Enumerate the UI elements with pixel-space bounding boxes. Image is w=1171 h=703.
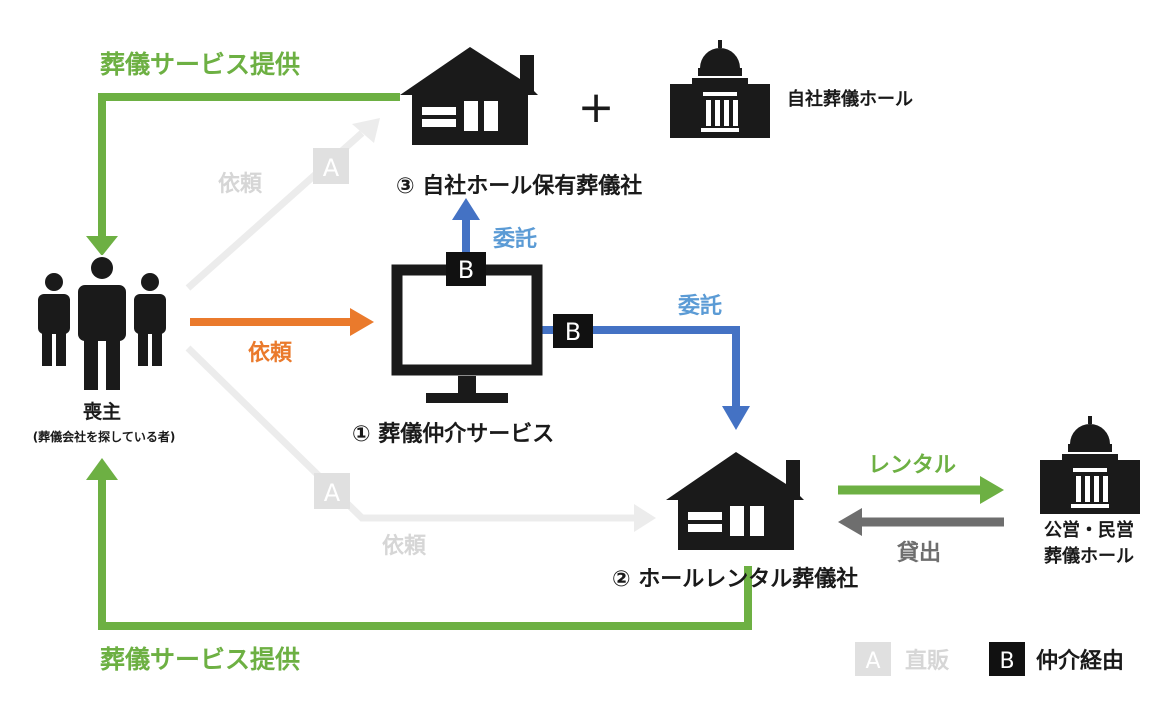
entrust-label-vertical: 委託: [493, 226, 537, 252]
funeral-hall-icon-public: [1040, 416, 1140, 514]
public-hall-label-1: 公営・民営: [1044, 519, 1134, 541]
funeral-hall-icon: [670, 40, 770, 138]
badge-a-top: A: [313, 148, 349, 184]
badge-b-top: B: [446, 252, 486, 286]
rental-company-label: ② ホールレンタル葬儀社: [612, 566, 858, 592]
svg-text:B: B: [458, 256, 474, 284]
direct-request-label-top: 依頼: [218, 171, 263, 197]
svg-text:B: B: [999, 649, 1014, 674]
request-label-main: 依頼: [248, 340, 293, 366]
own-hall-label: 自社葬儀ホール: [787, 88, 913, 110]
direct-request-label-bottom: 依頼: [382, 533, 427, 559]
badge-a-bottom: A: [314, 473, 350, 509]
people-group-icon: [38, 255, 166, 390]
lending-flow: [838, 508, 1004, 536]
service-label-bottom: 葬儀サービス提供: [100, 645, 300, 674]
intermediary-label: ① 葬儀仲介サービス: [352, 421, 554, 447]
rental-flow: [838, 476, 1004, 504]
request-flow-main: [190, 308, 374, 336]
legend-b: B 仲介経由: [989, 642, 1124, 676]
direct-request-flow-bottom: [185, 345, 656, 532]
legend-a: A 直販: [855, 642, 950, 676]
service-label-top: 葬儀サービス提供: [100, 50, 300, 79]
entrust-label-horizontal: 委託: [678, 293, 722, 319]
house-icon: [400, 47, 538, 145]
legend-b-label: 仲介経由: [1036, 648, 1124, 674]
chief-mourner-label: 喪主: [83, 400, 121, 423]
rental-label: レンタル: [868, 453, 956, 478]
public-hall-label-2: 葬儀ホール: [1044, 545, 1134, 567]
lending-label: 貸出: [896, 540, 941, 566]
svg-text:B: B: [565, 318, 581, 346]
svg-text:A: A: [324, 479, 341, 507]
entrust-flow-horizontal: [536, 326, 750, 430]
house-icon-rental: [666, 452, 804, 550]
badge-b-right: B: [553, 314, 593, 348]
entrust-flow-vertical: [452, 198, 480, 260]
computer-monitor-icon: [391, 264, 543, 403]
legend-a-label: 直販: [905, 648, 950, 674]
svg-text:A: A: [323, 154, 340, 182]
service-flow-top: [86, 93, 400, 256]
service-flow-bottom: [86, 458, 752, 630]
company-with-hall-label: ③ 自社ホール保有葬儀社: [396, 173, 642, 199]
svg-text:A: A: [865, 649, 880, 674]
plus-sign: +: [578, 82, 615, 133]
chief-mourner-note: (葬儀会社を探している者): [33, 429, 176, 444]
direct-request-flow-top: [185, 118, 380, 291]
